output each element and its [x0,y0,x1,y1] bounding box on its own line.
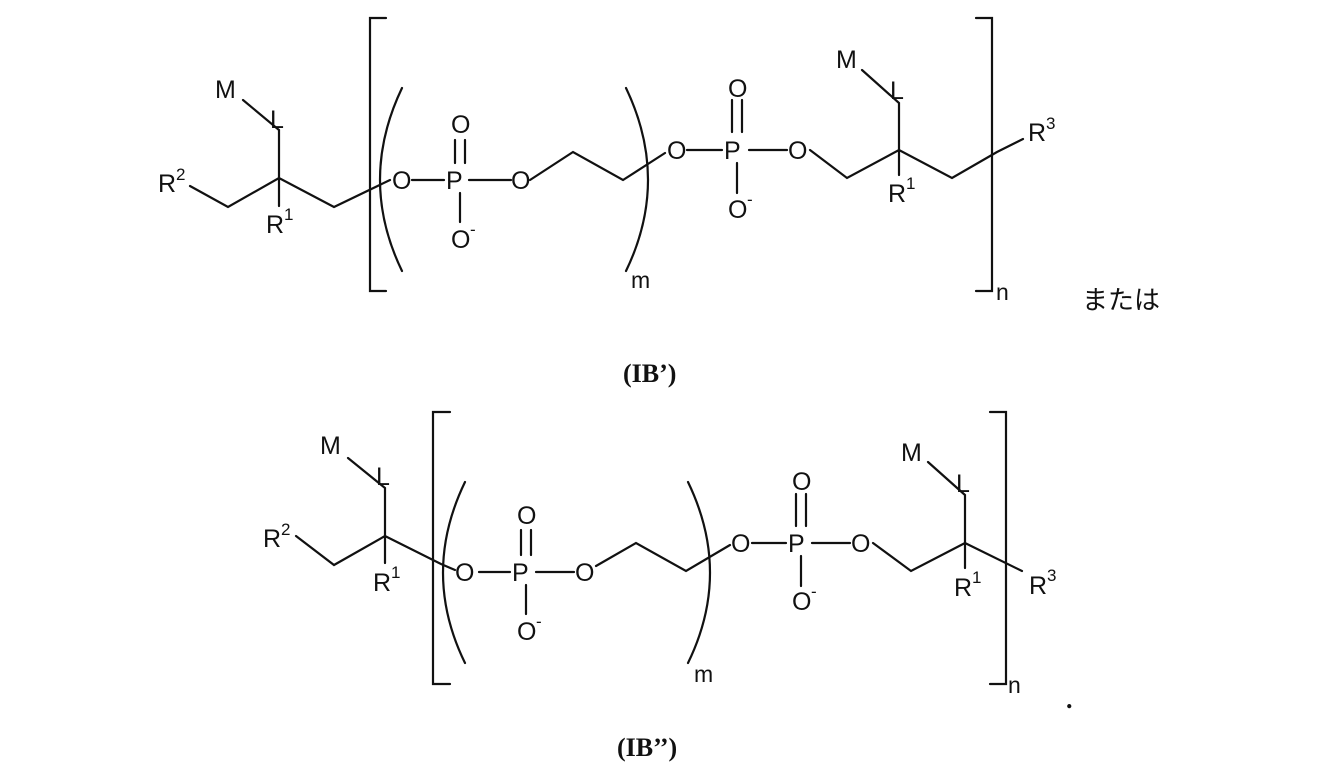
atom-o-minus-3: O [517,618,536,646]
superscript-r3-2: 3 [1047,566,1056,585]
atom-o-minus-4: O [792,588,811,616]
atom-p-2: P [724,137,741,165]
superscript-r3: 3 [1046,114,1055,133]
superscript-r2: 2 [176,165,185,184]
atom-o-4: O [788,137,807,165]
bracket-open-ib-double-prime [433,412,450,684]
paren-close-ib-double-prime [688,482,710,663]
bracket-open-ib-prime [370,18,386,291]
superscript-minus-4: - [811,582,817,601]
atom-o-minus-1: O [451,226,470,254]
atom-r2: R [158,170,176,198]
structure-ib-double-prime: M L R 2 R 1 O P O O - O O P O O - O M L … [263,412,1073,762]
atom-l-left: L [270,106,284,134]
atom-o-3: O [667,137,686,165]
atom-m-left-2: M [320,432,341,460]
atom-o-2: O [511,167,530,195]
atom-l-right-2: L [956,470,970,498]
atom-l-left-2: L [376,463,390,491]
atom-p-1: P [446,167,463,195]
atom-r1-left: R [266,211,284,239]
subscript-n-ib-double-prime: n [1008,672,1021,698]
subscript-m-ib-double-prime: m [694,661,713,687]
trailing-period: . [1066,685,1073,714]
bracket-close-ib-double-prime [990,412,1006,684]
atom-r1-right: R [888,180,906,208]
atom-r3: R [1028,119,1046,147]
superscript-r1-left-2: 1 [391,563,400,582]
atom-p-3: P [512,559,529,587]
atom-o-7: O [731,530,750,558]
caption-ib-prime: (IB’) [623,359,676,388]
atom-m-left: M [215,76,236,104]
atom-r1-right-2: R [954,574,972,602]
superscript-minus-2: - [747,190,753,209]
superscript-r1-right-2: 1 [972,568,981,587]
paren-close-ib-prime [626,88,648,271]
caption-ib-double-prime: (IB’’) [617,733,677,762]
superscript-r2-2: 2 [281,520,290,539]
atom-p-4: P [788,530,805,558]
subscript-n-ib-prime: n [996,279,1009,305]
superscript-r1-right: 1 [906,174,915,193]
atom-o-6: O [575,559,594,587]
superscript-minus-1: - [470,220,476,239]
superscript-r1-left: 1 [284,205,293,224]
atom-o-dbl-1: O [451,111,470,139]
atom-r1-left-2: R [373,569,391,597]
structure-ib-prime: M L R 2 R 1 O P O O - O O P O O - O M L … [158,18,1160,388]
atom-m-right-2: M [901,439,922,467]
atom-l-right: L [890,77,904,105]
atom-r3-2: R [1029,572,1047,600]
superscript-minus-3: - [536,612,542,631]
atom-o-8: O [851,530,870,558]
atom-r2-2: R [263,525,281,553]
subscript-m-ib-prime: m [631,267,650,293]
atom-o-dbl-4: O [792,468,811,496]
connector-text: または [1082,286,1160,316]
atom-o-1: O [392,167,411,195]
bonds-ib-double-prime [296,458,1022,614]
atom-m-right: M [836,46,857,74]
bracket-close-ib-prime [976,18,992,291]
atom-o-5: O [455,559,474,587]
atom-o-dbl-3: O [517,502,536,530]
atom-o-dbl-2: O [728,75,747,103]
atom-o-minus-2: O [728,196,747,224]
